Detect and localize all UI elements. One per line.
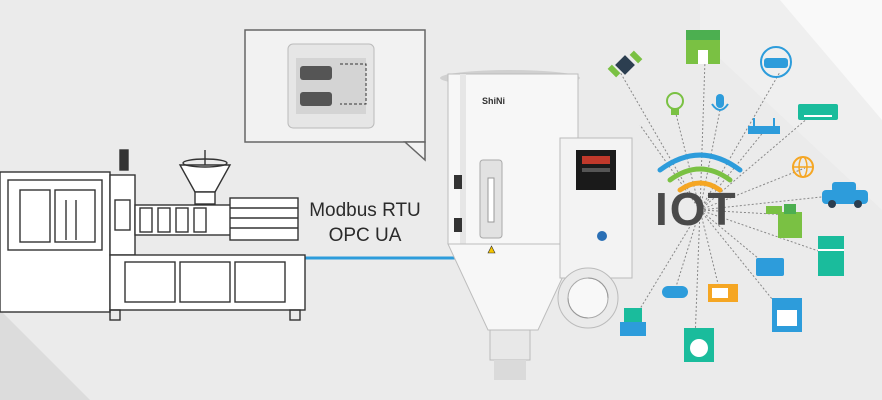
car-icon xyxy=(822,182,868,208)
microphone-icon xyxy=(711,94,729,111)
protocol-opc-ua: OPC UA xyxy=(328,225,402,246)
router-icon xyxy=(748,118,780,134)
protocol-labels: Modbus RTU OPC UA xyxy=(290,198,440,248)
refrigerator-icon xyxy=(818,236,844,276)
communication-module-inset xyxy=(244,29,426,162)
lightbulb-icon xyxy=(666,92,684,115)
satellite-icon xyxy=(607,50,643,78)
iot-hub xyxy=(607,30,868,362)
air-conditioner-icon xyxy=(798,104,838,120)
mixer-icon xyxy=(620,308,646,336)
globe-icon xyxy=(792,156,814,178)
iot-label: IOT xyxy=(655,183,738,235)
washing-machine-icon xyxy=(684,328,714,362)
shop-icon xyxy=(686,30,720,64)
svg-text:ShiNi: ShiNi xyxy=(482,96,505,106)
battery-icon xyxy=(766,206,782,214)
protocol-modbus-rtu: Modbus RTU xyxy=(309,200,421,221)
microwave-icon xyxy=(708,284,738,302)
injection-molding-machine xyxy=(0,149,306,321)
juicer-icon xyxy=(778,204,802,238)
oven-icon xyxy=(772,298,802,332)
card-icon xyxy=(756,258,784,276)
hopper-dryer: ShiNi xyxy=(440,70,633,380)
vr-headset-icon xyxy=(760,46,792,78)
gamepad-icon xyxy=(662,286,688,298)
